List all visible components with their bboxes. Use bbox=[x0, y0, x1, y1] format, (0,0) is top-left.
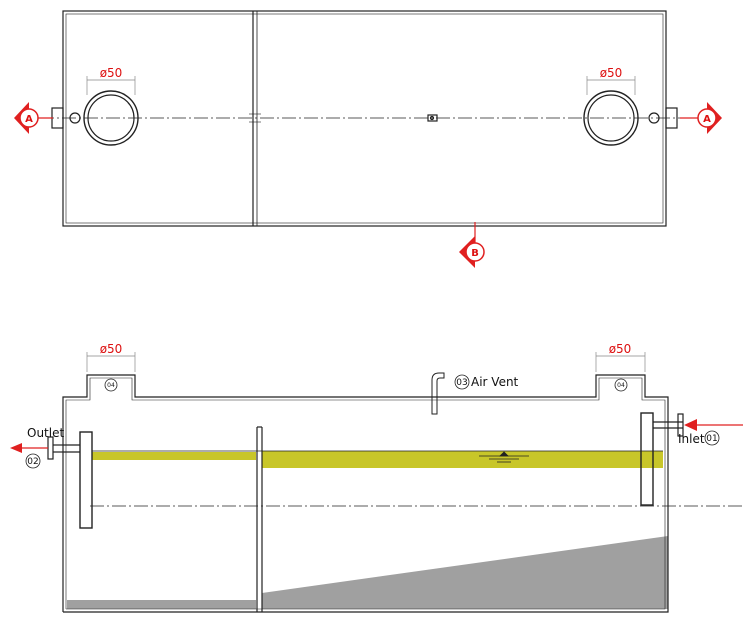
dimension-front-right bbox=[595, 352, 646, 372]
inlet-stub-top bbox=[665, 107, 678, 129]
riser-left-num: 04 bbox=[107, 382, 115, 389]
inlet-num: 01 bbox=[706, 434, 717, 444]
liquid-layer-right bbox=[262, 451, 663, 468]
section-marker-a-right: A bbox=[680, 102, 722, 134]
water-level-symbol bbox=[479, 451, 529, 463]
section-marker-b: B bbox=[459, 222, 485, 268]
inlet-flange bbox=[677, 413, 684, 437]
tank-inner-top bbox=[65, 13, 664, 224]
top-view bbox=[40, 10, 690, 227]
dim-label-top-left: ø50 bbox=[100, 66, 123, 80]
air-vent-top bbox=[427, 114, 438, 122]
dimension-top-left bbox=[86, 76, 136, 95]
dimension-front-left bbox=[86, 352, 136, 372]
air-vent-pipe bbox=[431, 372, 445, 415]
tank-outline-front bbox=[62, 374, 669, 613]
sludge-layer-right bbox=[262, 536, 668, 609]
outlet-label: Outlet bbox=[27, 426, 64, 440]
opening-right-top bbox=[583, 90, 639, 146]
sludge-layer-left bbox=[67, 600, 256, 609]
riser-right-num: 04 bbox=[617, 382, 625, 389]
inlet-label: Inlet bbox=[678, 432, 705, 446]
dim-label-top-right: ø50 bbox=[600, 66, 623, 80]
tank-outline-top bbox=[62, 10, 667, 227]
vent-label: Air Vent bbox=[471, 375, 519, 389]
section-a-right-label: A bbox=[703, 114, 711, 125]
dim-label-front-right: ø50 bbox=[609, 342, 632, 356]
liquid-layer-left bbox=[92, 452, 256, 460]
inlet-arrow bbox=[684, 419, 697, 431]
section-marker-a-left: A bbox=[14, 102, 53, 134]
outlet-arrow bbox=[10, 443, 22, 453]
dim-label-front-left: ø50 bbox=[100, 342, 123, 356]
front-view bbox=[47, 372, 743, 613]
outlet-num: 02 bbox=[27, 457, 38, 467]
inlet-baffle bbox=[640, 412, 654, 506]
dimension-top-right bbox=[586, 76, 636, 95]
opening-left-top bbox=[83, 90, 139, 146]
section-b-label: B bbox=[471, 248, 479, 259]
section-a-left-label: A bbox=[25, 114, 33, 125]
vent-num: 03 bbox=[456, 378, 467, 388]
outlet-baffle bbox=[79, 431, 93, 529]
outlet-flange bbox=[47, 436, 54, 460]
